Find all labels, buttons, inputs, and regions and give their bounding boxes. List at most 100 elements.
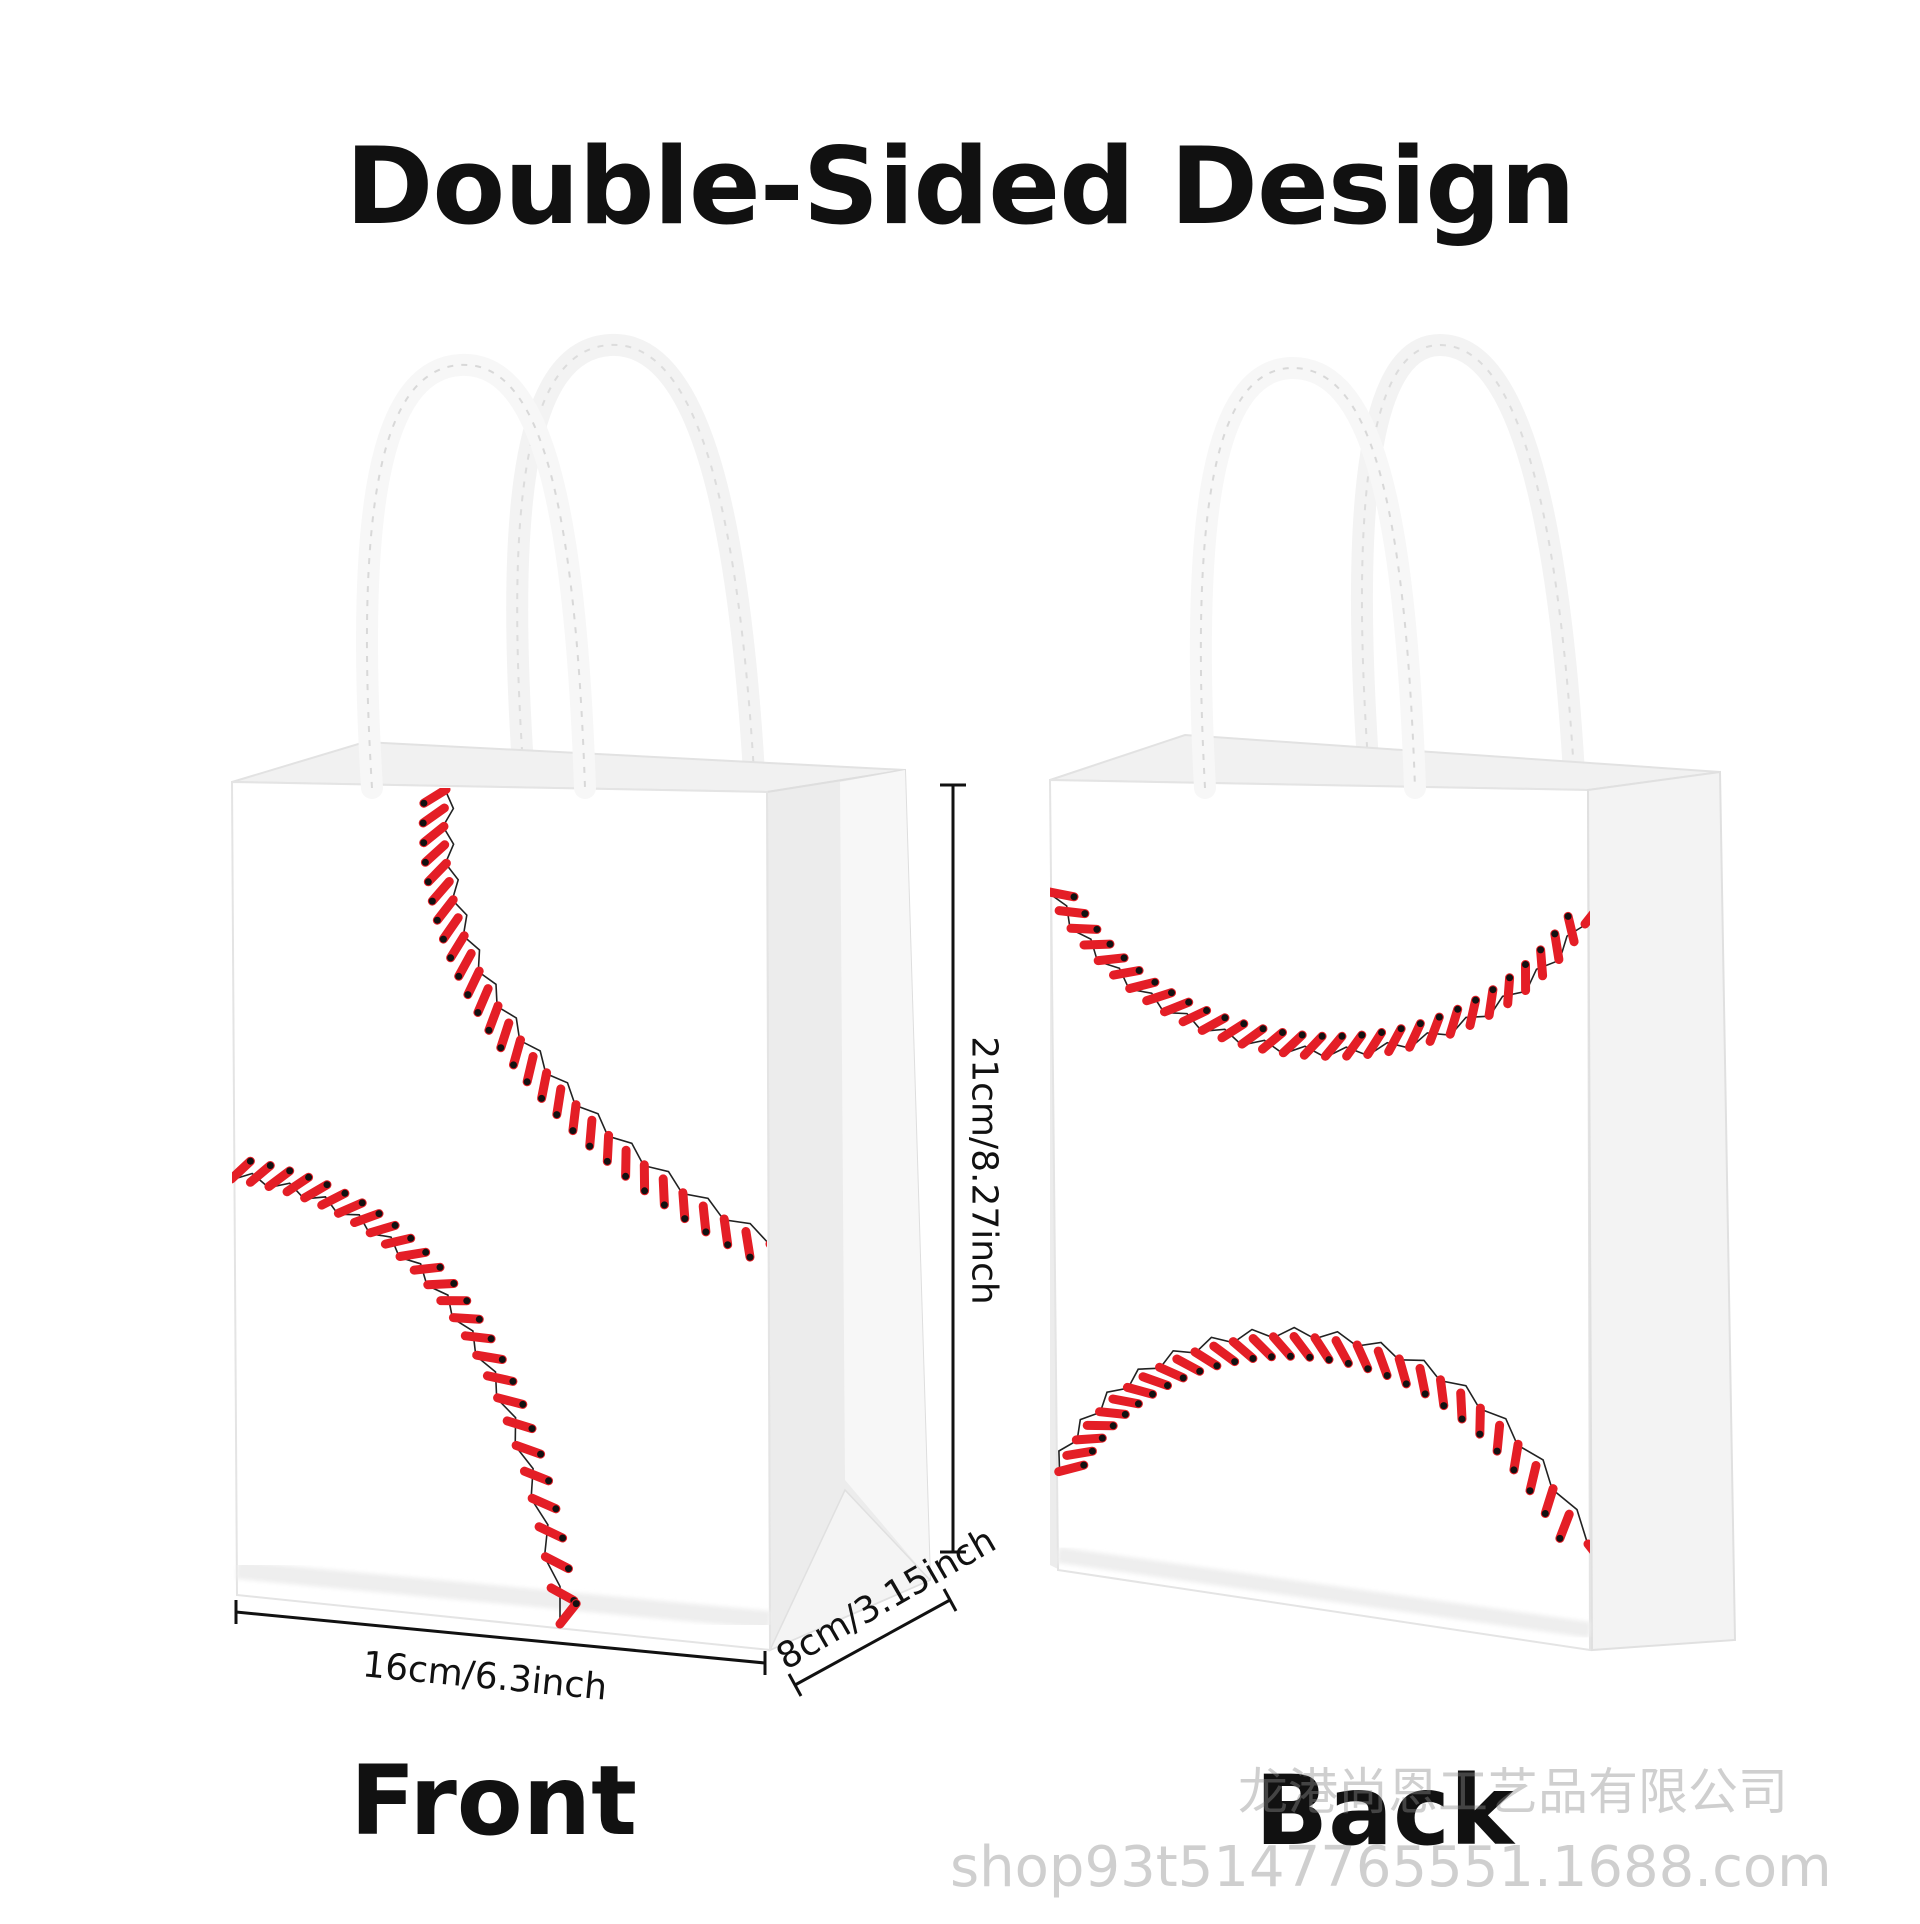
stitch-hole — [702, 1228, 709, 1235]
stitch-hole — [1454, 1006, 1461, 1013]
stitch-hole — [488, 1335, 495, 1342]
stitch-hole — [1436, 1014, 1443, 1021]
stitch-mark — [683, 1193, 685, 1219]
stitch-hole — [1306, 1354, 1313, 1361]
stitch-hole — [1345, 1360, 1352, 1367]
back-bag-panel — [1050, 780, 1590, 1650]
stitch-mark — [1441, 1380, 1444, 1406]
stitch-hole — [1459, 1416, 1466, 1423]
stitch-hole — [1510, 1466, 1517, 1473]
stitch-hole — [420, 800, 427, 807]
stitch-mark — [573, 1105, 576, 1131]
stitch-hole — [422, 859, 429, 866]
stitch-mark — [1048, 892, 1074, 897]
stitch-hole — [724, 1241, 731, 1248]
stitch-hole — [1565, 913, 1572, 920]
stitch-hole — [1551, 930, 1558, 937]
stitch-hole — [1537, 946, 1544, 953]
stitch-hole — [586, 1143, 593, 1150]
stitch-hole — [392, 1222, 399, 1229]
stitch-mark — [1071, 928, 1097, 929]
stitch-mark — [453, 1318, 479, 1320]
stitch-mark — [1100, 1412, 1126, 1415]
front-bag — [231, 345, 930, 1650]
company-watermark: 龙港尚恩工艺品有限公司 — [1238, 1752, 1788, 1824]
stitch-hole — [661, 1201, 668, 1208]
stitch-mark — [477, 1355, 503, 1359]
back-bag — [1048, 345, 1735, 1650]
stitch-mark — [1461, 1393, 1462, 1419]
stitch-hole — [407, 1235, 414, 1242]
stitch-mark — [557, 1089, 561, 1115]
stitch-hole — [464, 991, 471, 998]
stitch-mark — [1059, 1465, 1084, 1472]
stitch-hole — [1221, 1014, 1228, 1021]
stitch-hole — [485, 1027, 492, 1034]
stitch-hole — [1107, 941, 1114, 948]
stitch-mark — [1114, 971, 1140, 976]
stitch-hole — [510, 1061, 517, 1068]
stitch-hole — [1403, 1380, 1410, 1387]
stitch-hole — [1476, 1431, 1483, 1438]
stitch-mark — [626, 1150, 627, 1176]
stitch-hole — [376, 1210, 383, 1217]
stitch-mark — [1113, 1399, 1139, 1404]
stitch-hole — [1339, 1033, 1346, 1040]
stitch-mark — [527, 1057, 533, 1082]
stitch-hole — [559, 1535, 566, 1542]
stitch-mark — [400, 1252, 426, 1256]
stitch-mark — [724, 1219, 728, 1245]
stitch-mark — [1555, 934, 1559, 960]
stitch-hole — [569, 1127, 576, 1134]
stitch-hole — [553, 1111, 560, 1118]
stitch-mark — [1497, 1425, 1500, 1451]
stitch-hole — [1319, 1033, 1326, 1040]
stitch-mark — [1480, 1408, 1481, 1434]
stitch-hole — [1071, 893, 1078, 900]
stitch-hole — [1089, 1448, 1096, 1455]
stitch-hole — [450, 1280, 457, 1287]
stitch-mark — [465, 1336, 491, 1339]
stitch-hole — [545, 1477, 552, 1484]
stitch-hole — [1378, 1029, 1385, 1036]
stitch-hole — [1093, 926, 1100, 933]
stitch-hole — [1168, 989, 1175, 996]
stitch-hole — [604, 1158, 611, 1165]
stitch-mark — [746, 1232, 750, 1258]
stitch-hole — [429, 898, 436, 905]
stitch-hole — [1556, 1535, 1563, 1542]
stitch-hole — [1260, 1025, 1267, 1032]
front-bag-panel — [232, 782, 770, 1650]
stitch-hole — [1527, 1487, 1534, 1494]
stitch-mark — [1130, 982, 1155, 988]
handle-front — [367, 365, 585, 788]
stitch-hole — [1506, 974, 1513, 981]
stitch-mark — [428, 1284, 454, 1285]
stitch-hole — [1472, 997, 1479, 1004]
stitch-hole — [324, 1181, 331, 1188]
stitch-hole — [1494, 1448, 1501, 1455]
stitch-hole — [529, 1425, 536, 1432]
stitch-hole — [1422, 1390, 1429, 1397]
stitch-hole — [1417, 1020, 1424, 1027]
stitch-hole — [538, 1095, 545, 1102]
stitch-hole — [1231, 1358, 1238, 1365]
stitch-mark — [1508, 978, 1510, 1004]
stitch-hole — [341, 1190, 348, 1197]
stitch-hole — [1136, 967, 1143, 974]
stitch-hole — [1135, 1400, 1142, 1407]
stitch-hole — [524, 1078, 531, 1085]
stitch-hole — [1122, 1411, 1129, 1418]
stitch-hole — [1364, 1365, 1371, 1372]
stitch-hole — [1121, 954, 1128, 961]
stitch-hole — [455, 973, 462, 980]
stitch-hole — [1099, 1435, 1106, 1442]
stitch-hole — [434, 917, 441, 924]
stitch-mark — [1568, 916, 1574, 941]
stitch-hole — [359, 1199, 366, 1206]
stitch-hole — [425, 878, 432, 885]
stitch-hole — [537, 1451, 544, 1458]
stitch-hole — [499, 1356, 506, 1363]
stitch-hole — [1213, 1362, 1220, 1369]
stitch-mark — [498, 1398, 523, 1405]
